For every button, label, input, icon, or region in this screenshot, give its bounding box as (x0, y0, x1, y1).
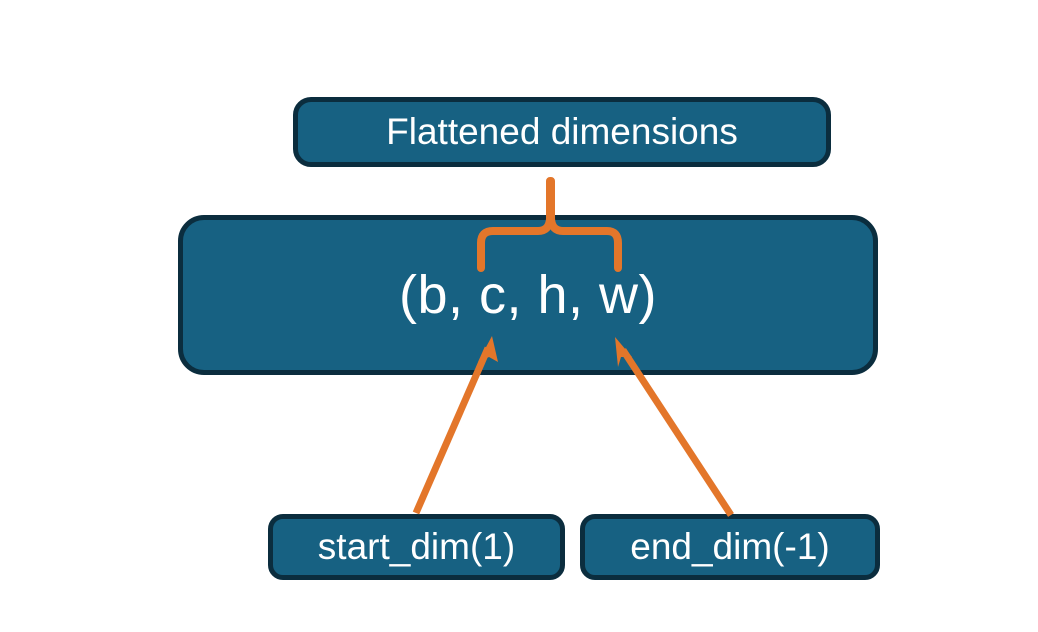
flattened-dimensions-label: Flattened dimensions (386, 110, 738, 152)
end-dim-label: end_dim(-1) (630, 525, 830, 567)
flattened-dimensions-box: Flattened dimensions (293, 97, 831, 167)
tensor-shape-label: (b, c, h, w) (398, 264, 658, 325)
tensor-shape-box: (b, c, h, w) (178, 215, 878, 375)
start-dim-label: start_dim(1) (317, 525, 516, 567)
start-dim-box: start_dim(1) (268, 514, 565, 580)
end-dim-box: end_dim(-1) (580, 514, 880, 580)
